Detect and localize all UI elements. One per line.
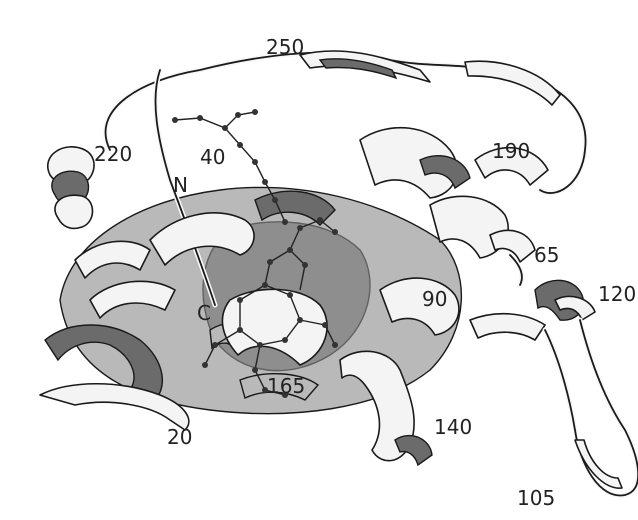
label-n-terminus: N	[173, 173, 188, 197]
label-250: 250	[266, 35, 304, 59]
label-90: 90	[422, 287, 447, 311]
label-140: 140	[434, 415, 472, 439]
label-190: 190	[492, 139, 530, 163]
label-65: 65	[534, 243, 559, 267]
label-c-terminus: C	[197, 301, 211, 325]
helix-220	[48, 147, 94, 229]
label-105: 105	[517, 486, 555, 510]
label-120: 120	[598, 282, 636, 306]
label-40: 40	[200, 145, 225, 169]
loop-105	[545, 320, 638, 495]
label-165: 165	[267, 374, 305, 398]
label-220: 220	[94, 142, 132, 166]
label-20: 20	[167, 425, 192, 449]
